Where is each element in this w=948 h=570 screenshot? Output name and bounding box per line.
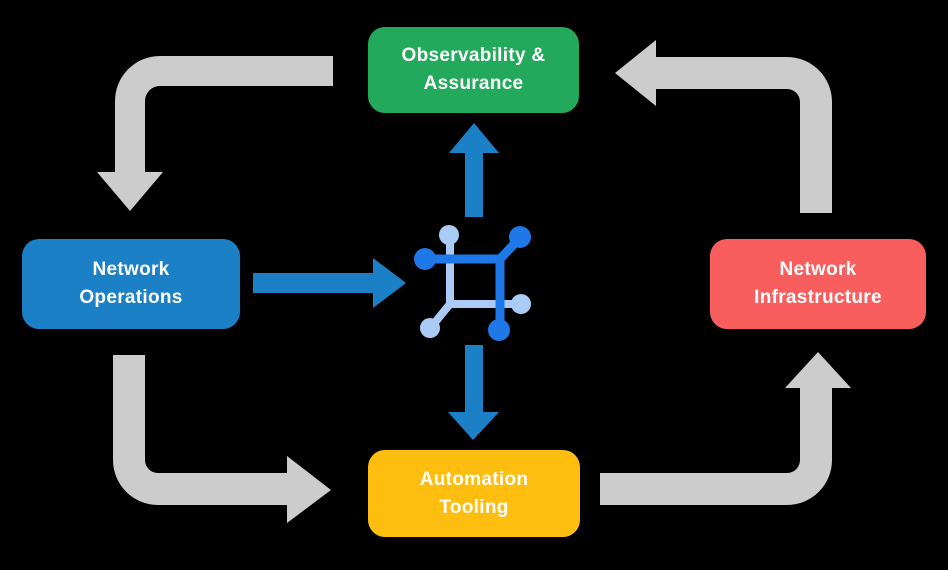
node-network-operations: Network Operations bbox=[22, 239, 240, 329]
node-network-infrastructure-label: Network Infrastructure bbox=[754, 259, 882, 308]
arrow-operations-to-icon bbox=[253, 258, 406, 308]
arrow-operations-to-tooling bbox=[113, 355, 331, 523]
icon-bottomleft-node bbox=[420, 318, 440, 338]
icon-right-node bbox=[511, 294, 531, 314]
arrow-icon-to-observability bbox=[449, 123, 499, 217]
arrow-tooling-to-infrastructure bbox=[600, 352, 851, 505]
icon-top-node bbox=[439, 225, 459, 245]
node-automation-tooling: Automation Tooling bbox=[368, 450, 580, 537]
network-mesh-icon bbox=[414, 225, 531, 341]
icon-left-node bbox=[414, 248, 436, 270]
node-network-infrastructure: Network Infrastructure bbox=[710, 239, 926, 329]
arrow-icon-to-tooling bbox=[448, 345, 499, 440]
icon-topright-node bbox=[509, 226, 531, 248]
node-observability-assurance: Observability & Assurance bbox=[368, 27, 579, 113]
icon-bottom-node bbox=[488, 319, 510, 341]
node-network-operations-label: Network Operations bbox=[79, 259, 183, 308]
node-automation-tooling-label: Automation Tooling bbox=[419, 468, 529, 518]
arrow-infrastructure-to-observability bbox=[615, 40, 832, 213]
node-observability-assurance-label: Observability & Assurance bbox=[401, 45, 546, 94]
arrow-observability-to-operations bbox=[97, 56, 333, 211]
